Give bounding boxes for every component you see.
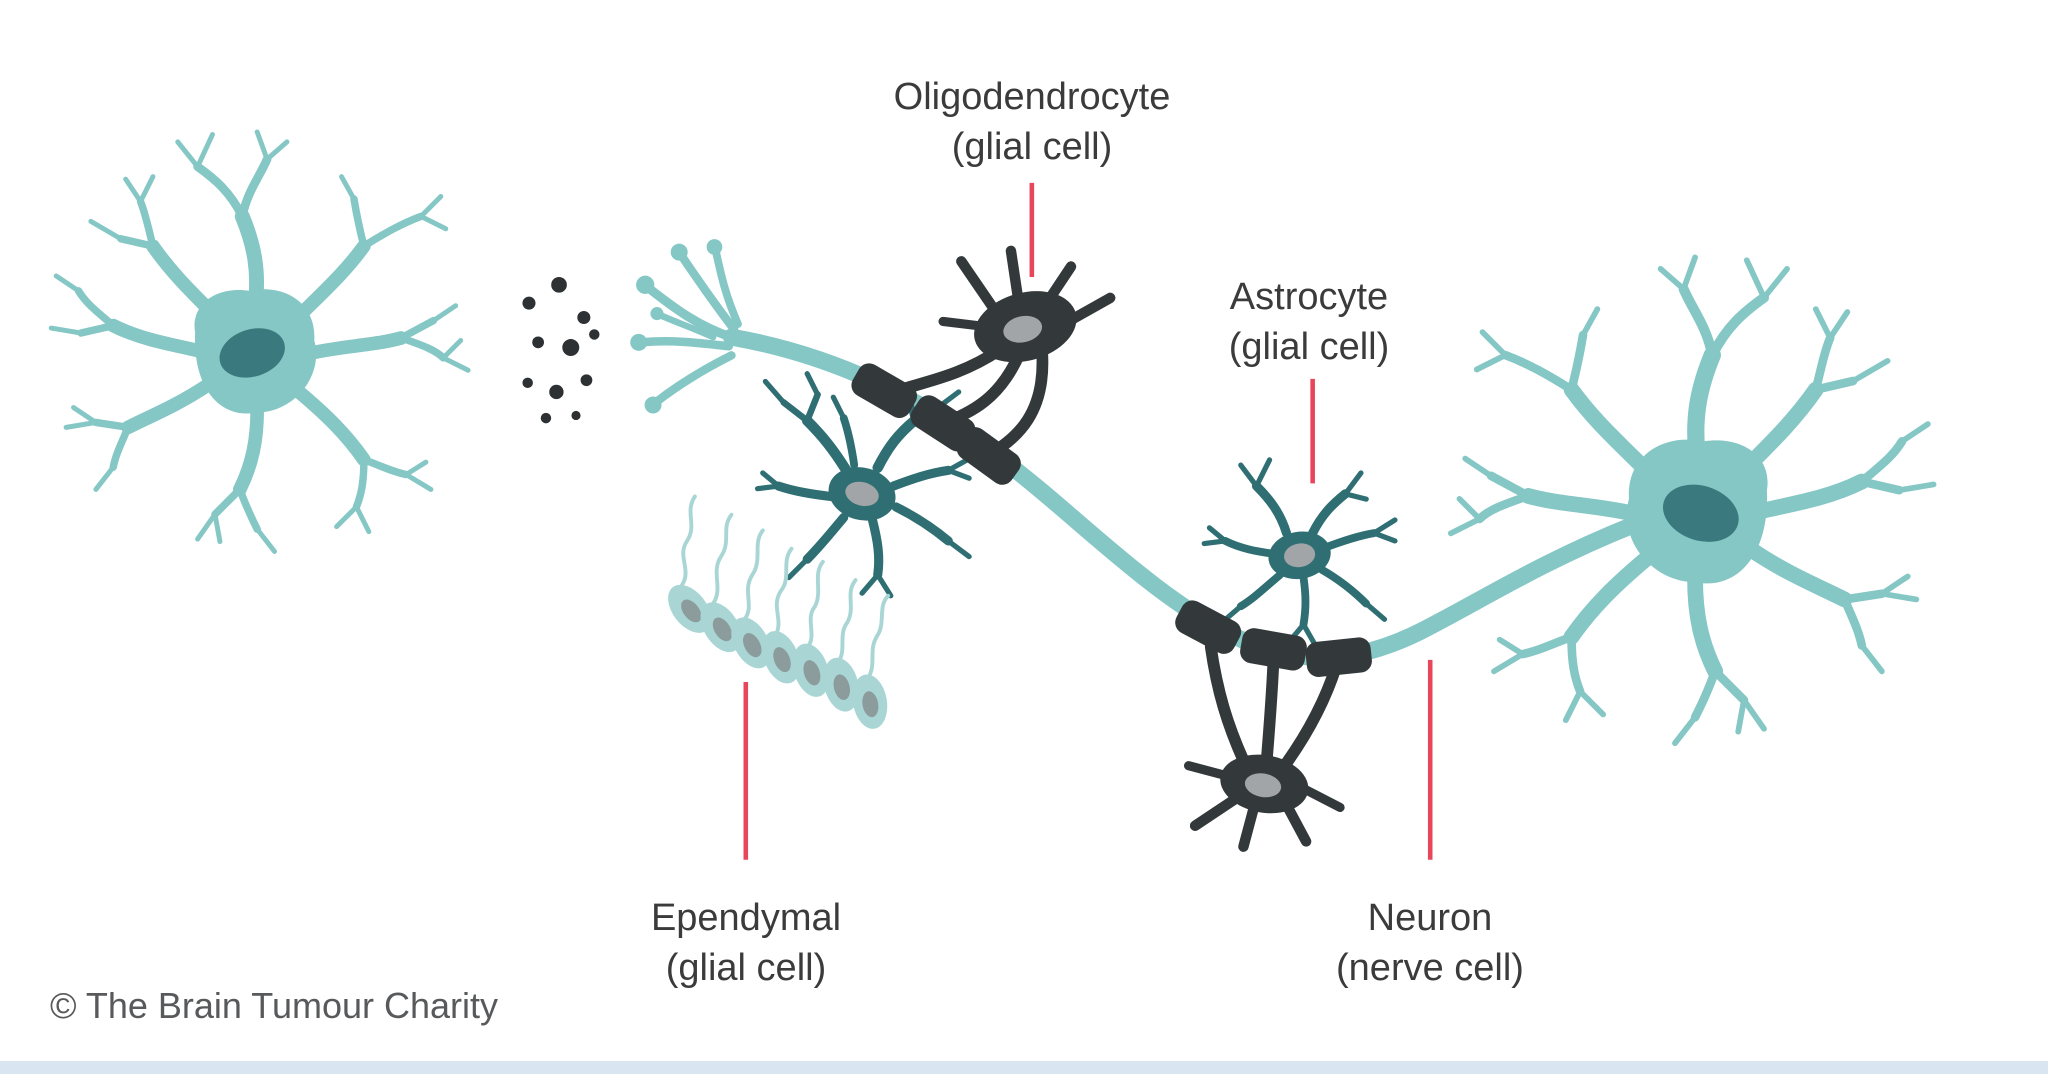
- ependymal-label-line1: Ependymal: [650, 897, 842, 939]
- neuron-label-line1: Neuron: [1367, 897, 1493, 939]
- copyright-credit: © The Brain Tumour Charity: [50, 985, 499, 1026]
- oligodendrocyte-label-line2: (glial cell): [951, 126, 1113, 169]
- ependymal-label-line2: (glial cell): [665, 947, 827, 990]
- dark-teal-glial-cell: [754, 371, 975, 599]
- synapse-dots: [522, 276, 600, 424]
- astrocyte-cell: [1201, 457, 1398, 646]
- astrocyte-label-line1: Astrocyte: [1229, 276, 1389, 318]
- bottom-border: [0, 1061, 2048, 1074]
- left-neuron: [51, 132, 468, 552]
- oligodendrocyte-label-line1: Oligodendrocyte: [893, 76, 1171, 118]
- neuron-label: Neuron (nerve cell): [1336, 893, 1524, 993]
- oligodendrocyte-label: Oligodendrocyte (glial cell): [894, 72, 1171, 172]
- astrocyte-label: Astrocyte (glial cell): [1229, 272, 1389, 372]
- label-pointer-lines: [743, 182, 1433, 860]
- ependymal-label: Ependymal (glial cell): [651, 893, 841, 993]
- astrocyte-label-line2: (glial cell): [1228, 326, 1390, 369]
- ependymal-cells: [668, 494, 891, 729]
- right-neuron: [1451, 257, 1934, 743]
- oligodendrocyte-bottom: [1175, 600, 1372, 852]
- neuron-label-line2: (nerve cell): [1336, 947, 1524, 990]
- oligodendrocyte-top: [851, 245, 1116, 485]
